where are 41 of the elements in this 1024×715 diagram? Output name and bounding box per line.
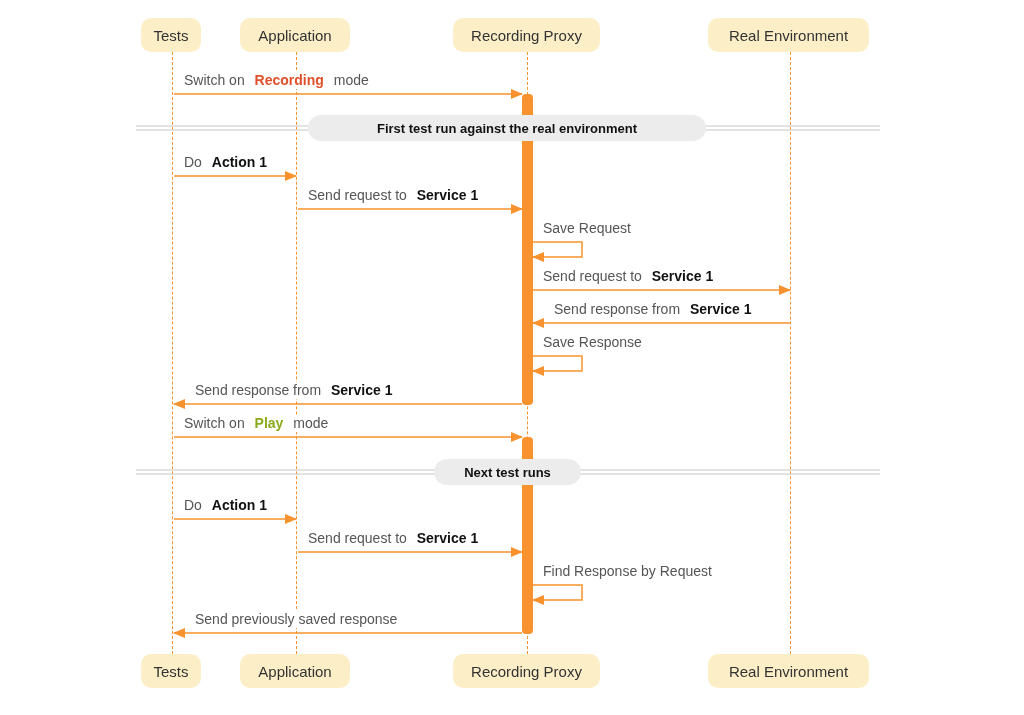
lifeline [172,52,174,654]
participant-box [453,654,600,688]
message-arrow [173,628,523,638]
participant-box [240,18,350,52]
message-arrow [173,89,523,99]
divider-label: Next test runs [464,464,551,480]
message-arrow [532,241,583,262]
section-divider [308,115,706,141]
message-arrow [297,547,523,557]
participant-label: Tests [153,26,189,44]
participant-box [240,654,350,688]
message-arrow [173,171,297,181]
message-arrow [173,432,523,442]
participant-label: Recording Proxy [471,26,582,44]
participant-box [708,18,869,52]
participant-label: Application [258,26,332,44]
participant-box [141,654,201,688]
message-arrow [532,584,583,605]
message-arrow [532,285,791,295]
message-arrow [532,318,791,328]
divider-label: First test run against the real environment [376,120,638,136]
section-divider [434,459,581,485]
lifeline [790,52,792,654]
edge-label: Save Response [542,334,643,351]
edge-label: Switch on Recording mode [183,72,370,89]
message-arrow [173,399,523,409]
edge-label: Switch on Play mode [183,415,330,432]
edge-label: Send previously saved response [194,611,399,628]
participant-box [141,18,201,52]
edge-label: Save Request [542,220,632,237]
message-arrow [173,514,297,524]
participant-label: Recording Proxy [471,662,582,680]
participant-label: Real Environment [728,26,849,44]
participant-box [708,654,869,688]
message-arrow [297,204,523,214]
participant-label: Application [258,662,332,680]
edge-label: Find Response by Request [542,563,713,580]
participant-label: Tests [153,662,189,680]
participant-box [453,18,600,52]
participant-label: Real Environment [728,662,849,680]
message-arrow [532,355,583,376]
